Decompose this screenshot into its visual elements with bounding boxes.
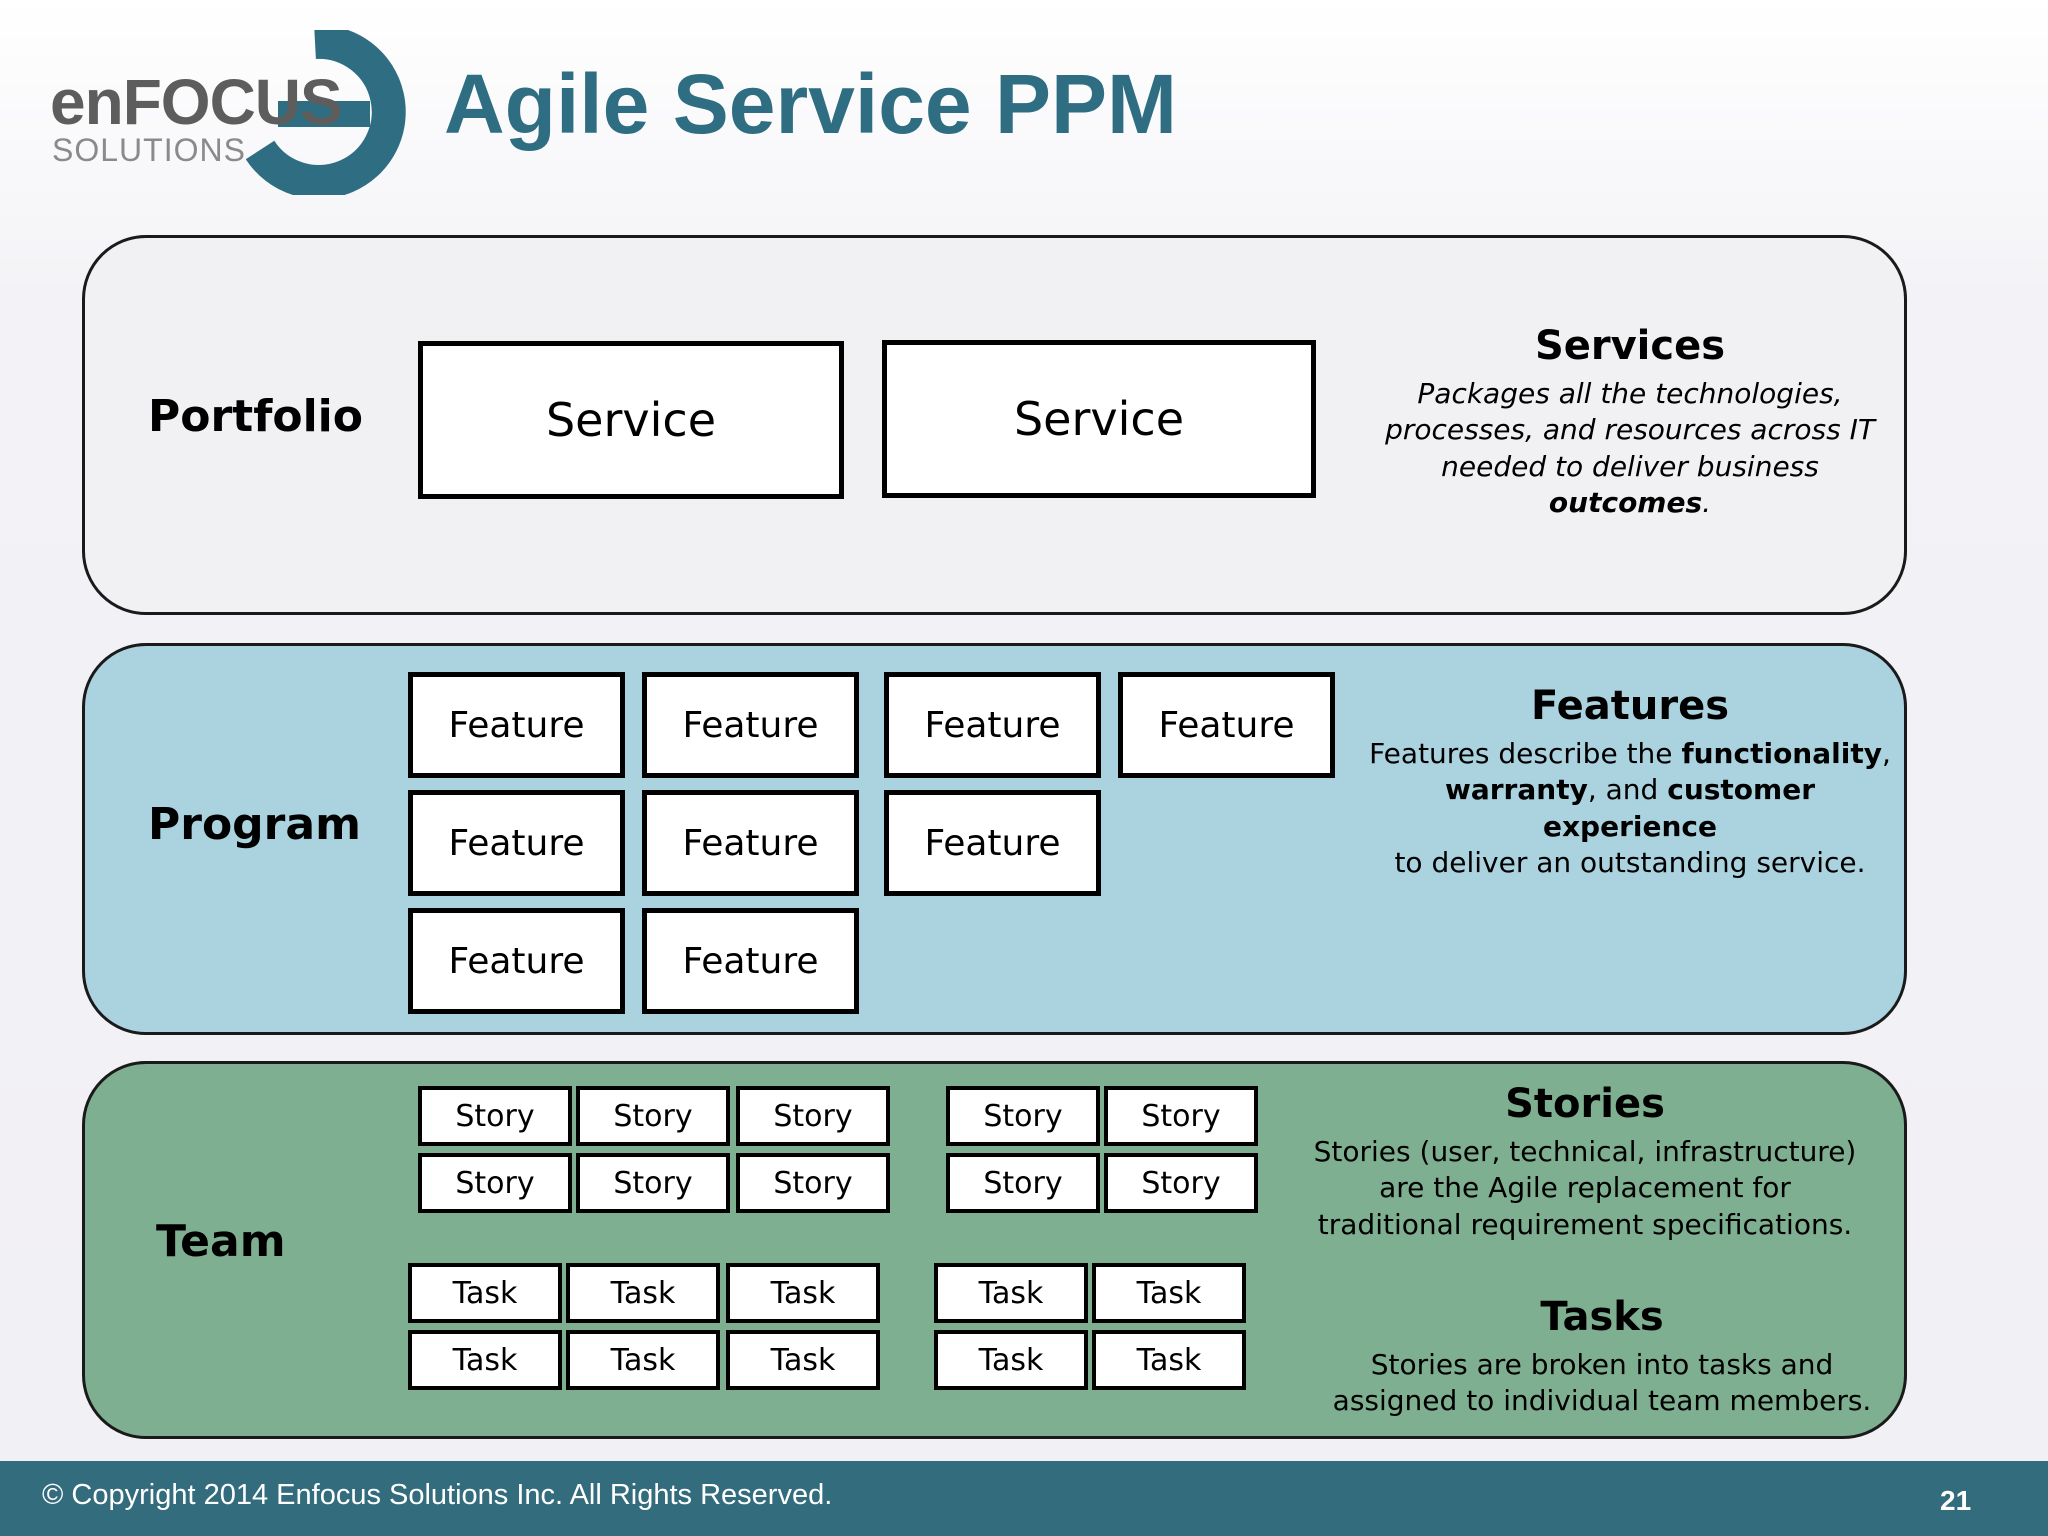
task-box: Task xyxy=(726,1330,880,1390)
feature-box: Feature xyxy=(642,908,859,1014)
feature-box: Feature xyxy=(408,790,625,896)
story-box: Story xyxy=(1104,1153,1258,1213)
page-number: 21 xyxy=(1940,1485,1972,1516)
story-box: Story xyxy=(736,1086,890,1146)
tasks-description: Tasks Stories are broken into tasks and … xyxy=(1322,1291,1882,1420)
task-box: Task xyxy=(408,1330,562,1390)
feature-box: Feature xyxy=(408,672,625,778)
services-desc-line: Packages all the technologies, xyxy=(1417,377,1843,410)
services-desc-line: needed to deliver business xyxy=(1441,449,1819,483)
services-title: Services xyxy=(1534,323,1726,369)
logo-subtitle: SOLUTIONS xyxy=(52,132,246,168)
portfolio-label: Portfolio xyxy=(148,391,363,442)
task-box: Task xyxy=(566,1263,720,1323)
feature-box: Feature xyxy=(642,790,859,896)
services-desc-end: . xyxy=(1702,486,1712,520)
features-desc-emphasis: customer experience xyxy=(1542,773,1816,843)
tasks-title: Tasks xyxy=(1540,1294,1664,1340)
task-box: Task xyxy=(934,1330,1088,1390)
feature-box: Feature xyxy=(884,672,1101,778)
task-box: Task xyxy=(1092,1330,1246,1390)
features-title: Features xyxy=(1530,683,1730,729)
team-label: Team xyxy=(156,1216,286,1267)
story-box: Story xyxy=(576,1153,730,1213)
services-description: Services Packages all the technologies, … xyxy=(1370,320,1890,522)
story-box: Story xyxy=(946,1086,1100,1146)
features-desc-text: to deliver an outstanding service. xyxy=(1394,846,1866,880)
features-desc-emphasis: warranty xyxy=(1444,773,1588,807)
feature-box: Feature xyxy=(884,790,1101,896)
features-description: Features Features describe the functiona… xyxy=(1360,680,1900,882)
tasks-desc-line: Stories are broken into tasks and xyxy=(1370,1348,1834,1381)
task-box: Task xyxy=(566,1330,720,1390)
service-box: Service xyxy=(882,340,1316,498)
services-desc-emphasis: outcomes xyxy=(1548,486,1703,520)
story-box: Story xyxy=(946,1153,1100,1213)
copyright-text: © Copyright 2014 Enfocus Solutions Inc. … xyxy=(42,1479,833,1511)
footer-bar xyxy=(0,1461,2048,1536)
features-desc-text: , and xyxy=(1587,773,1668,807)
stories-desc-line: Stories (user, technical, infrastructure… xyxy=(1313,1135,1857,1168)
story-box: Story xyxy=(576,1086,730,1146)
stories-description: Stories Stories (user, technical, infras… xyxy=(1300,1078,1870,1243)
stories-desc-line: are the Agile replacement for xyxy=(1379,1171,1791,1205)
task-box: Task xyxy=(934,1263,1088,1323)
program-label: Program xyxy=(148,799,361,850)
stories-title: Stories xyxy=(1505,1081,1665,1127)
features-desc-text: Features describe the xyxy=(1369,737,1682,770)
story-box: Story xyxy=(736,1153,890,1213)
features-desc-text: , xyxy=(1881,737,1891,770)
stories-desc-line: traditional requirement specifications. xyxy=(1317,1207,1853,1241)
logo-wordmark: enFOCUS xyxy=(50,66,343,138)
story-box: Story xyxy=(1104,1086,1258,1146)
logo-swirl-icon xyxy=(245,30,406,195)
slide-title: Agile Service PPM xyxy=(444,57,1177,151)
task-box: Task xyxy=(726,1263,880,1323)
task-box: Task xyxy=(408,1263,562,1323)
feature-box: Feature xyxy=(408,908,625,1014)
task-box: Task xyxy=(1092,1263,1246,1323)
enfocus-logo: enFOCUS SOLUTIONS xyxy=(40,30,406,200)
feature-box: Feature xyxy=(1118,672,1335,778)
feature-box: Feature xyxy=(642,672,859,778)
story-box: Story xyxy=(418,1153,572,1213)
tasks-desc-line: assigned to individual team members. xyxy=(1332,1384,1872,1418)
story-box: Story xyxy=(418,1086,572,1146)
services-desc-line: processes, and resources across IT xyxy=(1385,413,1875,447)
features-desc-emphasis: functionality xyxy=(1681,737,1882,770)
service-box: Service xyxy=(418,341,844,499)
